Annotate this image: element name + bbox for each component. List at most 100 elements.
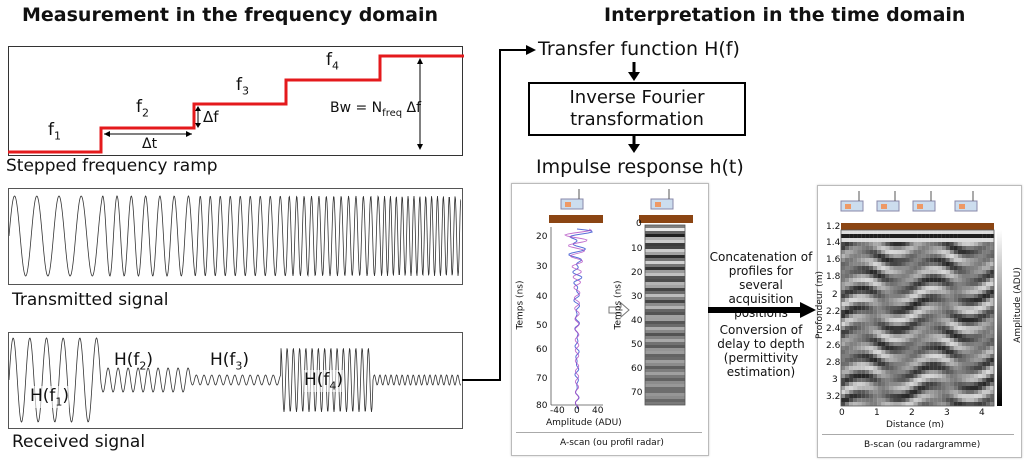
bscan-pixel (925, 274, 930, 278)
bscan-pixel (978, 250, 983, 254)
bscan-pixel (961, 314, 966, 318)
bscan-pixel (905, 286, 910, 290)
bscan-pixel (857, 338, 862, 342)
bscan-pixel (933, 278, 938, 282)
bscan-pixel (945, 306, 950, 310)
bscan-pixel (917, 262, 922, 266)
bscan-pixel (885, 294, 890, 298)
profile-stripe (645, 264, 685, 267)
bscan-pixel (873, 366, 878, 370)
bscan-pixel (853, 362, 858, 366)
bscan-pixel (853, 318, 858, 322)
bscan-pixel (974, 334, 979, 338)
bscan-pixel (929, 354, 934, 358)
bscan-pixel (961, 350, 966, 354)
bscan-pixel (917, 362, 922, 366)
bscan-pixel (970, 342, 975, 346)
bscan-pixel (909, 234, 914, 238)
bscan-pixel (893, 386, 898, 390)
bscan-pixel (913, 234, 918, 238)
bscan-pixel (905, 262, 910, 266)
bscan-pixel (893, 254, 898, 258)
bscan-pixel (961, 358, 966, 362)
bscan-pixel (869, 342, 874, 346)
bscan-pixel (974, 322, 979, 326)
bscan-pixel (953, 342, 958, 346)
bscan-pixel (933, 330, 938, 334)
bscan-pixel (990, 230, 995, 234)
freq-label-4: f4 (326, 50, 339, 73)
bscan-pixel (953, 386, 958, 390)
bscan-pixel (857, 374, 862, 378)
bscan-pixel (933, 314, 938, 318)
bscan-pixel (929, 338, 934, 342)
bscan-pixel (869, 286, 874, 290)
bscan-pixel (982, 290, 987, 294)
bscan-pixel (982, 242, 987, 246)
bscan-xtick: 0 (839, 408, 845, 418)
bscan-pixel (990, 306, 995, 310)
bscan-pixel (957, 230, 962, 234)
bscan-pixel (909, 382, 914, 386)
bscan-pixel (990, 262, 995, 266)
bscan-pixel (889, 322, 894, 326)
bscan-pixel (986, 282, 991, 286)
bscan-ytick: 2 (832, 290, 838, 300)
bscan-pixel (921, 366, 926, 370)
bscan-pixel (965, 354, 970, 358)
bscan-pixel (929, 234, 934, 238)
profile-stripe (645, 384, 685, 387)
bscan-pixel (974, 346, 979, 350)
bscan-pixel (849, 278, 854, 282)
bscan-pixel (861, 386, 866, 390)
bscan-pixel (982, 374, 987, 378)
bscan-pixel (849, 302, 854, 306)
bscan-pixel (861, 330, 866, 334)
bscan-pixel (857, 234, 862, 238)
bscan-pixel (881, 282, 886, 286)
bscan-pixel (945, 270, 950, 274)
bscan-pixel (986, 394, 991, 398)
profile-stripe (645, 306, 685, 309)
bscan-pixel (897, 298, 902, 302)
ascan-xtick: 40 (592, 406, 604, 416)
bscan-pixel (913, 370, 918, 374)
bscan-pixel (877, 290, 882, 294)
bscan-pixel (957, 310, 962, 314)
bscan-pixel (845, 242, 850, 246)
bscan-pixel (869, 234, 874, 238)
bscan-pixel (945, 230, 950, 234)
bscan-pixel (869, 334, 874, 338)
bscan-pixel (881, 310, 886, 314)
ramp-line (8, 54, 464, 154)
bscan-pixel (913, 398, 918, 402)
bscan-pixel (933, 258, 938, 262)
bscan-pixel (889, 374, 894, 378)
bscan-pixel (873, 370, 878, 374)
bscan-pixel (937, 382, 942, 386)
bscan-pixel (845, 266, 850, 270)
bscan-pixel (953, 282, 958, 286)
bscan-xtick: 3 (944, 408, 950, 418)
bscan-pixel (909, 330, 914, 334)
bscan-pixel (965, 330, 970, 334)
bscan-pixel (873, 234, 878, 238)
bscan-pixel (965, 242, 970, 246)
bscan-pixel (885, 374, 890, 378)
impulse-response-label: Impulse response h(t) (536, 156, 744, 178)
bscan-pixel (986, 310, 991, 314)
profile-stripe (645, 249, 685, 252)
profile-stripe (645, 342, 685, 345)
bscan-pixel (885, 330, 890, 334)
radar-icon (876, 191, 900, 212)
bscan-pixel (841, 350, 846, 354)
bscan-pixel (845, 330, 850, 334)
bscan-pixel (861, 334, 866, 338)
bscan-pixel (974, 234, 979, 238)
bscan-pixel (901, 286, 906, 290)
bscan-pixel (897, 318, 902, 322)
bscan-pixel (845, 326, 850, 330)
bscan-pixel (965, 390, 970, 394)
bscan-pixel (897, 282, 902, 286)
bscan-pixel (857, 294, 862, 298)
